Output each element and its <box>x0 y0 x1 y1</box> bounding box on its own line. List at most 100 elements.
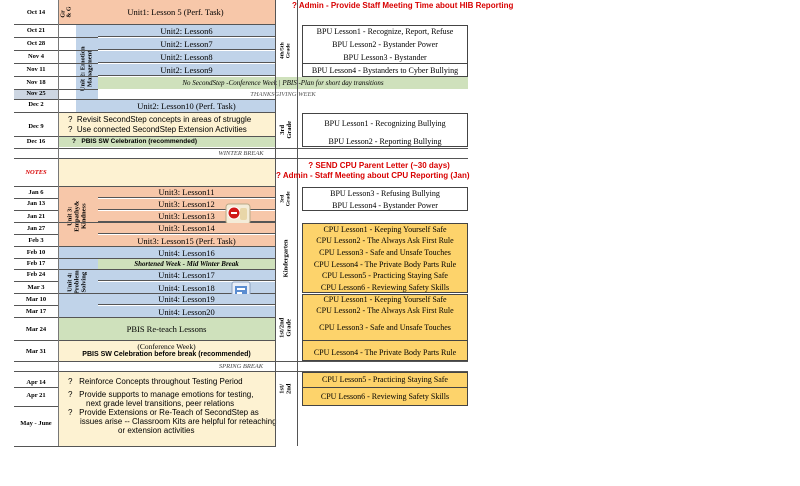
cpu-k-box <box>302 223 468 293</box>
cpu-lesson: CPU Lesson4 - The Private Body Parts Rul… <box>313 260 457 269</box>
date-label: Nov 4 <box>27 53 45 60</box>
bpu-lesson: BPU Lesson4 - Bystanders to Cyber Bullyi… <box>311 66 459 75</box>
date-label: Nov 25 <box>26 90 46 97</box>
spring-block: ? Reinforce Concepts throughout Testing … <box>58 372 277 446</box>
lesson-u4l18: Unit4: Lesson18 <box>98 282 275 293</box>
date-label: Feb 24 <box>26 271 46 278</box>
bpu-45-box <box>302 25 468 77</box>
date-label: Jan 13 <box>26 200 46 207</box>
date-label: Apr 21 <box>26 392 46 399</box>
lesson-u4l16: Unit4: Lesson16 <box>98 247 275 258</box>
admin-cpu-note: ? Admin - Staff Meeting about CPU Report… <box>276 171 470 180</box>
date-label: Apr 14 <box>26 379 46 386</box>
cpu-lesson: CPU Lesson5 - Practicing Staying Safe <box>322 375 448 384</box>
bpu-lesson: BPU Lesson1 - Recognize, Report, Refuse <box>316 27 454 36</box>
grade3-label: 3rd Grade <box>279 191 292 206</box>
cpu-lesson: CPU Lesson3 - Safe and Unsafe Touches <box>319 323 451 332</box>
lesson-u1l5: Unit1: Lesson 5 (Perf. Task) <box>76 0 275 24</box>
grade12-label: 1st/2nd Grade <box>278 317 293 338</box>
pbis-celebration-dec: ? PBIS SW Celebration (recommended) <box>58 137 275 147</box>
unit3-label: Unit 3: Empathy& Kindness <box>58 187 98 246</box>
lesson-u2l10: Unit2: Lesson10 (Perf. Task) <box>98 100 275 112</box>
date-label: Feb 10 <box>26 249 46 256</box>
date-label: Oct 28 <box>26 40 46 47</box>
cpu-lesson: CPU Lesson1 - Keeping Yourself Safe <box>323 225 447 234</box>
conference-week-note: (Conference Week) <box>137 342 196 351</box>
bpu-lesson: BPU Lesson2 - Bystander Power <box>332 40 438 49</box>
date-label: Feb 3 <box>28 237 44 244</box>
date-label: Dec 2 <box>28 101 44 108</box>
date-label: Jan 21 <box>26 213 46 220</box>
date-label: Oct 21 <box>26 27 46 34</box>
stop-sign-icon <box>224 202 252 226</box>
pbis-celebration-spring: PBIS SW Celebration before break (recomm… <box>82 351 251 358</box>
thanksgiving-label: THANKSGIVING WEEK <box>250 90 316 98</box>
lesson-u3l15: Unit3: Lesson15 (Perf. Task) <box>98 235 275 246</box>
notes-label: NOTES <box>25 169 47 176</box>
cpu-lesson: CPU Lesson2 - The Always Ask First Rule <box>316 236 454 245</box>
bpu-lesson: BPU Lesson3 - Bystander <box>343 53 427 62</box>
bullet-item: ? Revisit SecondStep concepts in areas o… <box>68 115 252 124</box>
lesson-u3l14: Unit3: Lesson14 <box>98 223 275 234</box>
cpu-lesson: CPU Lesson1 - Keeping Yourself Safe <box>323 295 447 304</box>
date-label: Jan 27 <box>26 225 46 232</box>
grade12b-label: 1st/ 2nd <box>278 383 293 395</box>
unit2-label: Unit 2: Emotion Management <box>76 25 98 113</box>
dec9-block: ? Revisit SecondStep concepts in areas o… <box>58 113 275 136</box>
cpu-lesson: CPU Lesson6 - Reviewing Safety Skills <box>320 283 450 292</box>
date-label: Mar 31 <box>25 348 47 355</box>
bullet-item: ? Provide Extensions or Re-Teach of Seco… <box>68 408 259 417</box>
lesson-u2l6: Unit2: Lesson6 <box>98 25 275 37</box>
bullet-item-continued: next grade level transitions, peer relat… <box>86 399 235 408</box>
cpu-lesson: CPU Lesson3 - Safe and Unsafe Touches <box>319 248 451 257</box>
bullet-item: ? Use connected SecondStep Extension Act… <box>68 125 247 134</box>
date-label: Nov 11 <box>26 66 46 73</box>
date-label: Oct 14 <box>26 9 46 16</box>
bullet-item-continued: or extension activities <box>118 426 195 435</box>
lesson-u3l13: Unit3: Lesson13 <box>98 211 275 222</box>
cpu-lesson: CPU Lesson6 - Reviewing Safety Skills <box>320 392 450 401</box>
kindergarten-label: Kindergarten <box>282 239 290 277</box>
cpu-lesson: CPU Lesson4 - The Private Body Parts Rul… <box>313 348 457 357</box>
cpu-parent-letter-note: ? SEND CPU Parent Letter (~30 days) <box>308 161 450 170</box>
date-label: Mar 3 <box>27 284 45 291</box>
date-label: Dec 16 <box>26 138 46 145</box>
date-label: Mar 24 <box>25 326 47 333</box>
winter-break-label: WINTER BREAK <box>218 150 264 157</box>
bullet-item: ? Provide supports to manage emotions fo… <box>68 390 254 399</box>
cpu-12b-box <box>302 372 468 406</box>
bullet-item-continued: issues arise -- Classroom Kits are helpf… <box>80 417 277 426</box>
lesson-u2l7: Unit2: Lesson7 <box>98 38 275 50</box>
date-label: May - June <box>20 420 52 427</box>
lesson-u4l20: Unit4: Lesson20 <box>98 306 275 317</box>
lesson-u4l17: Unit4: Lesson17 <box>98 270 275 281</box>
bpu-lesson: BPU Lesson3 - Refusing Bullying <box>330 188 440 198</box>
lesson-u2l9: Unit2: Lesson9 <box>98 64 275 76</box>
cpu-lesson: CPU Lesson2 - The Always Ask First Rule <box>316 306 454 315</box>
date-label: Mar 17 <box>25 308 47 315</box>
grade3-label: 3rd Grade <box>278 121 293 139</box>
lesson-u3l12: Unit3: Lesson12 <box>98 199 275 210</box>
bpu-3-box <box>302 113 468 147</box>
date-label: Jan 6 <box>28 189 44 196</box>
bpu-3b-box <box>302 187 468 211</box>
date-label: Nov 18 <box>26 79 46 86</box>
unit1-label: Gr & G <box>58 0 76 24</box>
pbis-reteach: PBIS Re-teach Lessons <box>58 318 275 340</box>
mar31-block: (Conference Week) PBIS SW Celebration be… <box>58 341 275 361</box>
date-label: Mar 10 <box>25 296 47 303</box>
bpu-lesson: BPU Lesson1 - Recognizing Bullying <box>324 118 446 128</box>
lesson-u2l8: Unit2: Lesson8 <box>98 51 275 63</box>
cpu-12-box <box>302 294 468 361</box>
note-mid-winter: Shortened Week - Mid Winter Break <box>98 259 275 269</box>
bpu-lesson: BPU Lesson4 - Bystander Power <box>332 200 438 210</box>
cpu-lesson: CPU Lesson5 - Practicing Staying Safe <box>322 271 448 280</box>
admin-hib-note: ? Admin - Provide Staff Meeting Time abo… <box>292 1 514 10</box>
lesson-u3l11: Unit3: Lesson11 <box>98 187 275 198</box>
date-label: Feb 17 <box>26 260 46 267</box>
notes-block <box>58 159 275 186</box>
spring-break-label: SPRING BREAK <box>218 363 264 370</box>
bpu-lesson: BPU Lesson2 - Reporting Bullying <box>328 136 442 146</box>
note-conference-week: No SecondStep -Conference Week | PBIS -P… <box>98 77 468 89</box>
grade45-label: 4th/5th Grade <box>279 42 292 60</box>
